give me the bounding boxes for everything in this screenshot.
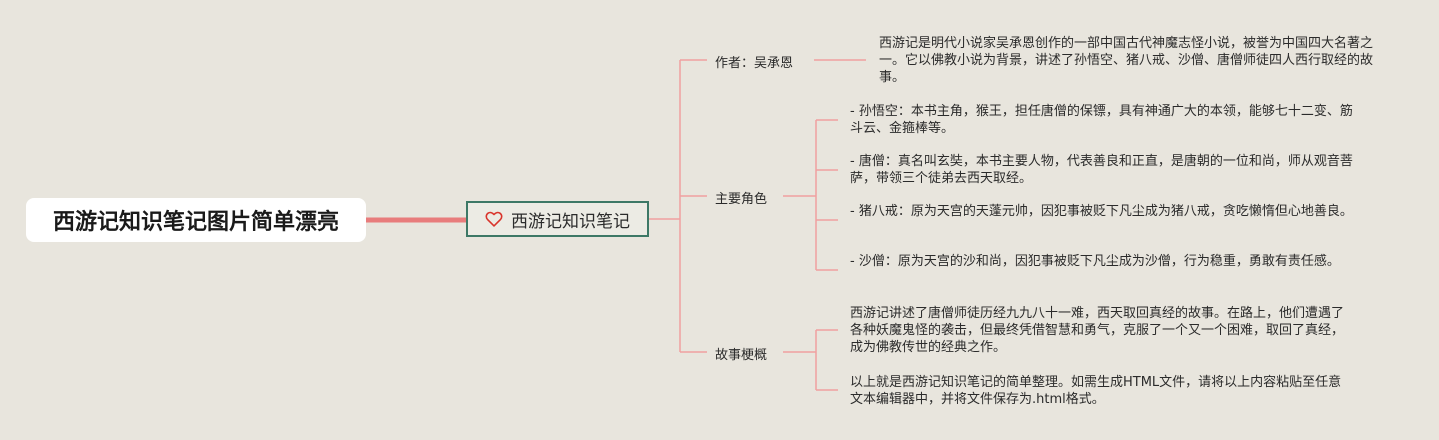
- leaf-character-sha-seng: - 沙僧：原为天宫的沙和尚，因犯事被贬下凡尘成为沙僧，行为稳重，勇敢有责任感。: [850, 254, 1340, 269]
- leaf-character-zhu-bajie: - 猪八戒：原为天宫的天蓬元帅，因犯事被贬下凡尘成为猪八戒，贪吃懒惰但心地善良。: [850, 204, 1353, 219]
- root-title: 西游记知识笔记图片简单漂亮: [52, 210, 339, 235]
- leaf-character-tang-seng: - 唐僧：真名叫玄奘，本书主要人物，代表善良和正直，是唐朝的一位和尚，师从观音菩…: [850, 154, 1353, 186]
- branch-story-summary[interactable]: 故事梗概: [715, 348, 768, 363]
- leaf-story-note: 以上就是西游记知识笔记的简单整理。如需生成HTML文件，请将以上内容粘贴至任意文…: [850, 375, 1342, 407]
- heart-icon: [485, 211, 503, 227]
- root-node[interactable]: 西游记知识笔记图片简单漂亮: [26, 198, 366, 242]
- branch-main-characters[interactable]: 主要角色: [715, 192, 768, 207]
- leaf-author-intro: 西游记是明代小说家吴承恩创作的一部中国古代神魔志怪小说，被誉为中国四大名著之一。…: [879, 36, 1374, 85]
- leaf-connector-characters: [783, 119, 838, 271]
- leaf-connector-story: [783, 329, 838, 391]
- center-trunk: [649, 60, 681, 352]
- center-title: 西游记知识笔记: [511, 211, 630, 232]
- branch-author[interactable]: 作者：吴承恩: [715, 56, 794, 71]
- leaf-story-summary: 西游记讲述了唐僧师徒历经九九八十一难，西天取回真经的故事。在路上，他们遭遇了各种…: [850, 306, 1345, 355]
- center-node[interactable]: 西游记知识笔记: [466, 201, 649, 237]
- leaf-character-sun-wukong: - 孙悟空：本书主角，猴王，担任唐僧的保镖，具有神通广大的本领，能够七十二变、筋…: [850, 104, 1353, 136]
